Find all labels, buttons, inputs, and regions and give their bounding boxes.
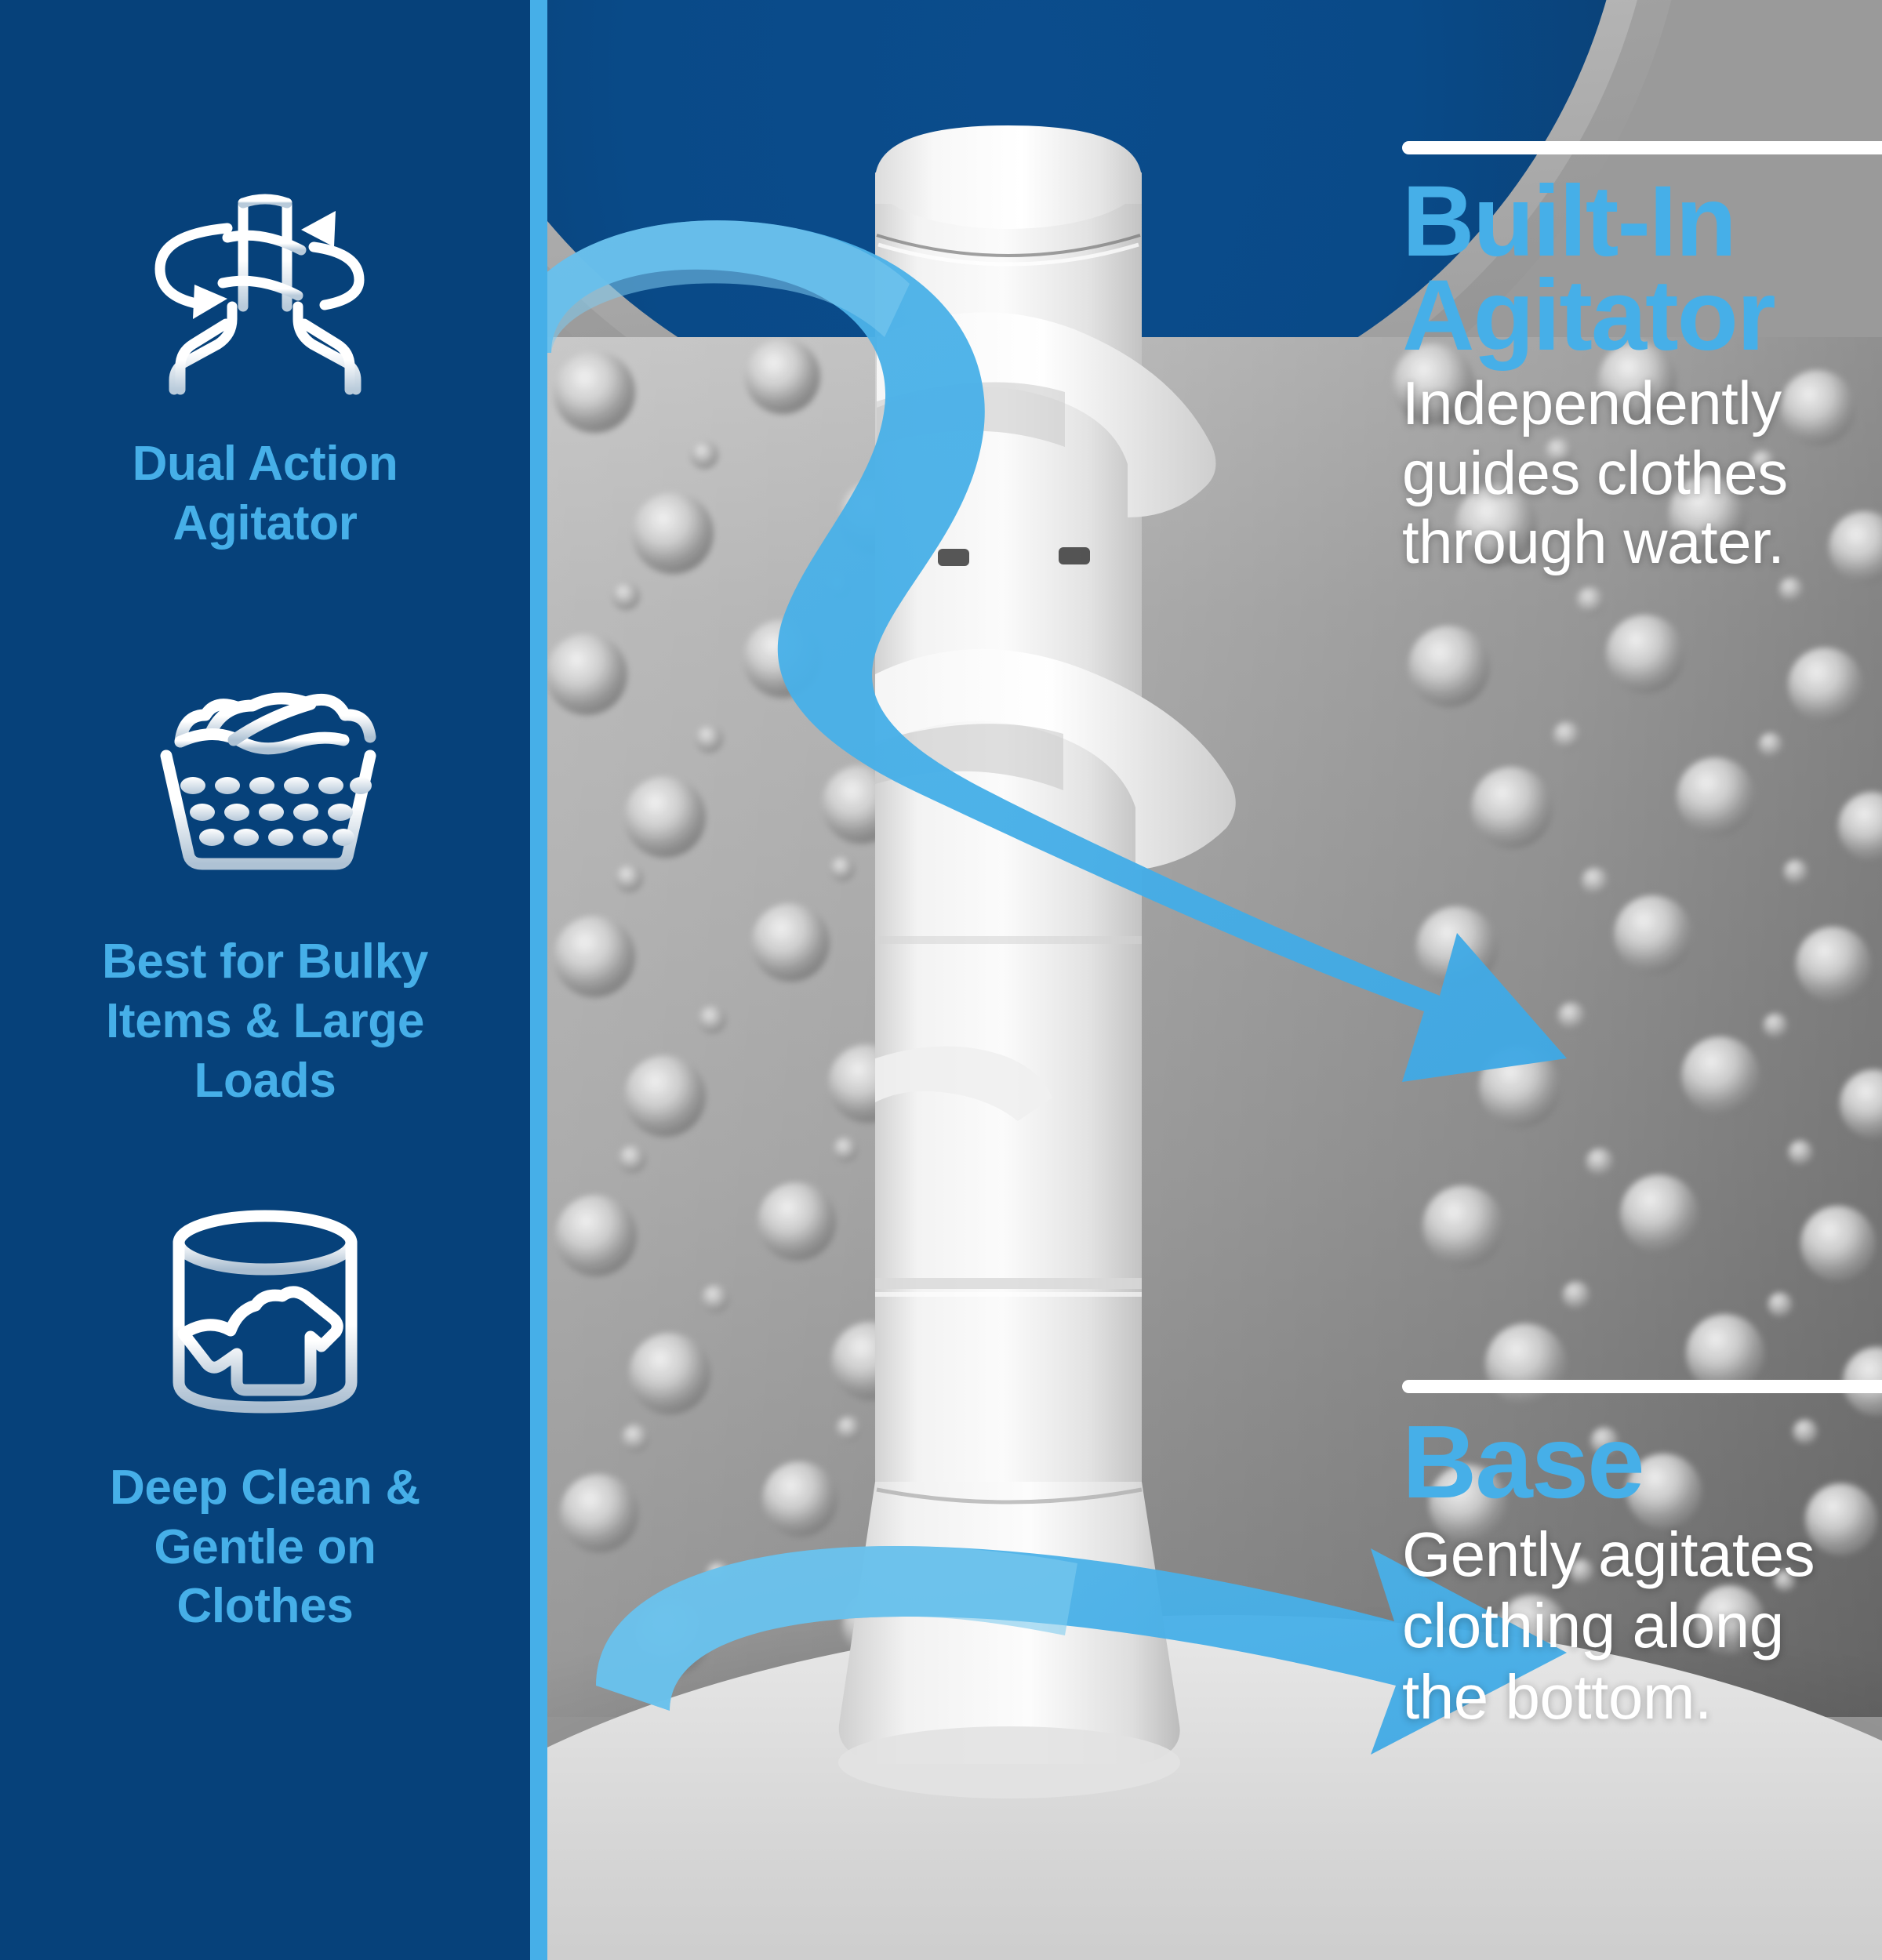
feature-item-dual-action-agitator: Dual Action Agitator xyxy=(0,149,530,553)
callout-built-in-agitator: Built-In Agitator Independently guides c… xyxy=(1402,141,1882,577)
callout-base: Base Gently agitates clothing along the … xyxy=(1402,1380,1882,1733)
feature-label-bulky-items: Best for Bulky Items & Large Loads xyxy=(101,935,429,1108)
callout-title-base: Base xyxy=(1402,1404,1645,1519)
feature-item-deep-clean: Deep Clean & Gentle on Clothes xyxy=(0,1196,530,1636)
callout-title-built-in-agitator: Built-In Agitator xyxy=(1402,165,1776,372)
feature-label-deep-clean: Deep Clean & Gentle on Clothes xyxy=(109,1461,421,1634)
accent-stripe-divider xyxy=(530,0,547,1960)
feature-label-dual-action-agitator: Dual Action Agitator xyxy=(132,437,398,550)
callout-divider-rule-bottom xyxy=(1402,1380,1882,1393)
laundry-basket-icon xyxy=(100,647,430,906)
feature-item-bulky-items: Best for Bulky Items & Large Loads xyxy=(0,647,530,1110)
callout-divider-rule-top xyxy=(1402,141,1882,154)
feature-sidebar: Dual Action Agitator xyxy=(0,0,530,1960)
agitator-column xyxy=(838,125,1236,1798)
wash-tub-with-clothes-icon xyxy=(100,1196,430,1432)
washer-drum-photo: Built-In Agitator Independently guides c… xyxy=(547,0,1882,1960)
callout-body-base: Gently agitates clothing along the botto… xyxy=(1402,1519,1815,1733)
agitator-rotation-icon xyxy=(100,149,430,408)
callout-body-built-in-agitator: Independently guides clothes through wat… xyxy=(1402,368,1788,577)
